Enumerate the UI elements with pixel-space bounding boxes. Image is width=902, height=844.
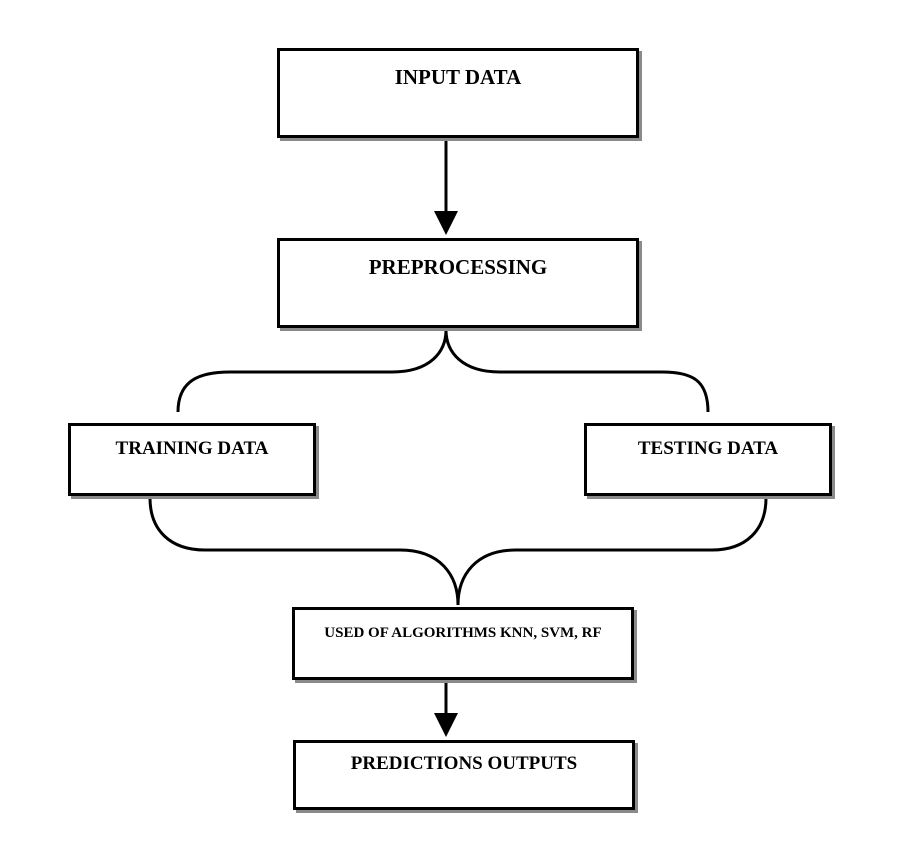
- split-brace-preprocessing: [176, 329, 710, 413]
- testing-data-box: TESTING DATA: [584, 423, 832, 496]
- predictions-outputs-box: PREDICTIONS OUTPUTS: [293, 740, 635, 810]
- predictions-outputs-label: PREDICTIONS OUTPUTS: [350, 753, 578, 774]
- input-data-box: INPUT DATA: [277, 48, 639, 138]
- preprocessing-label: PREPROCESSING: [368, 255, 548, 279]
- input-data-label: INPUT DATA: [394, 65, 522, 89]
- testing-data-label: TESTING DATA: [637, 438, 779, 459]
- algorithms-box: USED OF ALGORITHMS KNN, SVM, RF: [292, 607, 634, 680]
- training-data-label: TRAINING DATA: [115, 438, 269, 459]
- merge-brace-to-algorithms: [148, 497, 768, 606]
- training-data-box: TRAINING DATA: [68, 423, 316, 496]
- algorithms-label: USED OF ALGORITHMS KNN, SVM, RF: [324, 625, 602, 641]
- preprocessing-box: PREPROCESSING: [277, 238, 639, 328]
